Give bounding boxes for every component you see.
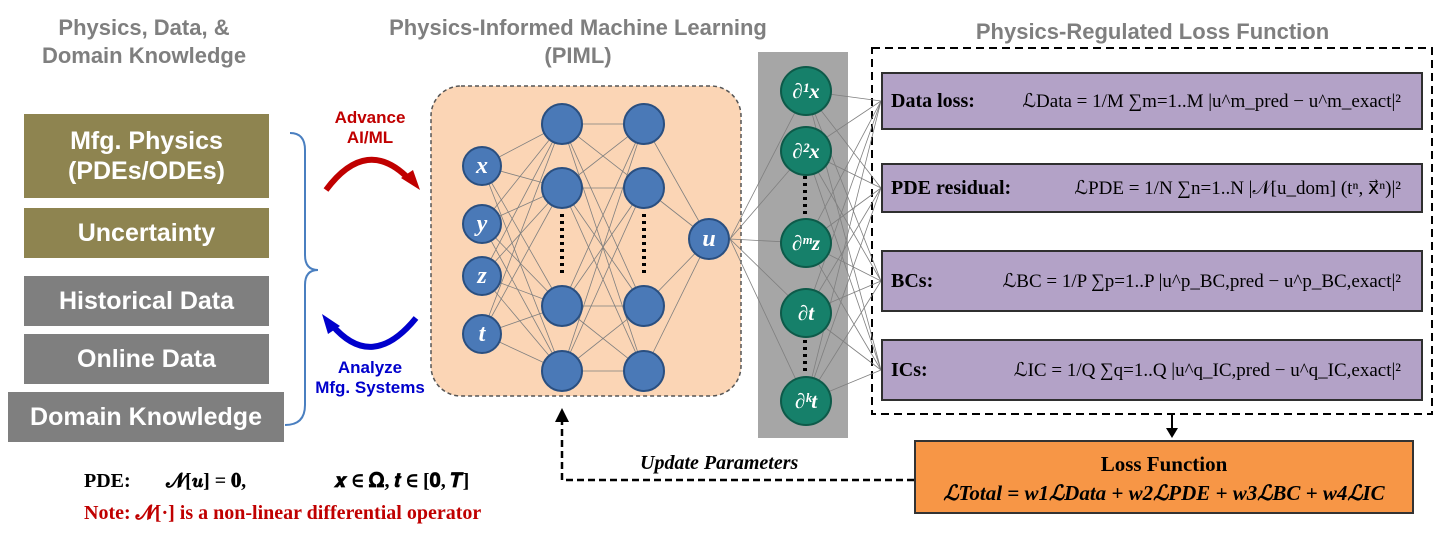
update-arrowhead: [555, 408, 569, 422]
analyze-label: Analyze Mfg. Systems: [315, 358, 425, 398]
network-edge: [561, 123, 645, 372]
hidden1-node: [541, 350, 583, 392]
brace: [284, 132, 319, 426]
loss-row-bc: BCs: ℒBC = 1/P ∑p=1..P |u^p_BC,pred − u^…: [881, 250, 1423, 312]
hidden2-node: [623, 167, 665, 209]
derivative-node-dmz: ∂ᵐz: [780, 218, 832, 268]
pde-note: Note: 𝓝[·] is a non-linear differential …: [84, 502, 482, 524]
network-edge: [643, 238, 710, 372]
network-edge: [481, 165, 563, 372]
input-node-y: y: [462, 204, 502, 244]
pde-label: PDE:: [84, 470, 131, 492]
derivative-edge: [729, 90, 807, 240]
loss-edge: [805, 100, 882, 402]
box-online-data: Online Data: [24, 334, 269, 384]
network-edge: [481, 123, 563, 335]
hidden2-node: [623, 350, 665, 392]
advance-arrow: [323, 156, 413, 192]
loss-edge: [805, 100, 882, 244]
update-parameters-path: [560, 420, 914, 482]
heading-physics-data-knowledge: Physics, Data, & Domain Knowledge: [41, 15, 247, 68]
input-node-t: t: [462, 314, 502, 354]
heading-loss-function: Physics-Regulated Loss Function: [975, 19, 1330, 44]
box-historical-data: Historical Data: [24, 276, 269, 326]
loss-label-data: Data loss:: [891, 89, 975, 112]
derivative-node-dkt: ∂ᵏt: [780, 376, 832, 426]
output-node-u: u: [688, 218, 730, 260]
loss-function-title: Loss Function: [1100, 452, 1228, 476]
loss-row-pde: PDE residual: ℒPDE = 1/N ∑n=1..N |𝒩[u_do…: [881, 163, 1423, 213]
update-parameters-label: Update Parameters: [640, 452, 799, 474]
loss-formula-bc: ℒBC = 1/P ∑p=1..P |u^p_BC,pred − u^p_BC,…: [1002, 270, 1401, 292]
derivative-edge: [729, 238, 807, 402]
loss-formula-pde: ℒPDE = 1/N ∑n=1..N |𝒩[u_dom] (tⁿ, x⃗ⁿ)|²: [1074, 177, 1401, 199]
heading-piml: Physics-Informed Machine Learning (PIML): [389, 15, 767, 68]
input-node-z: z: [462, 256, 502, 296]
network-edge: [481, 165, 563, 307]
analyze-arrow: [329, 316, 419, 350]
loss-row-data: Data loss: ℒData = 1/M ∑m=1..M |u^m_pred…: [881, 72, 1423, 130]
hidden2-node: [623, 103, 665, 145]
hidden1-node: [541, 167, 583, 209]
derivative-node-d1x: ∂¹x: [780, 66, 832, 116]
loss-edge: [805, 150, 882, 371]
loss-function-box: Loss Function ℒTotal = w1ℒData + w2ℒPDE …: [914, 440, 1414, 514]
loss-edge: [805, 90, 882, 282]
network-edge: [561, 123, 645, 307]
network-edge: [481, 123, 563, 277]
loss-formula-ic: ℒIC = 1/Q ∑q=1..Q |u^q_IC,pred − u^q_IC,…: [1013, 359, 1401, 381]
box-domain-knowledge: Domain Knowledge: [8, 392, 284, 442]
network-edge: [561, 187, 645, 372]
pde-domain: 𝒙 ∈ 𝛀, 𝒕 ∈ [𝟎, 𝑻]: [334, 470, 470, 492]
loss-label-ic: ICs:: [891, 358, 928, 381]
network-edge: [481, 187, 563, 335]
hidden1-node: [541, 285, 583, 327]
loss-row-ic: ICs: ℒIC = 1/Q ∑q=1..Q |u^q_IC,pred − u^…: [881, 339, 1423, 401]
pde-equation: 𝓝[𝒖] = 𝟎,: [166, 470, 247, 492]
loss-formula-data: ℒData = 1/M ∑m=1..M |u^m_pred − u^m_exac…: [1022, 90, 1401, 112]
loss-edge: [805, 187, 882, 402]
input-node-x: x: [462, 146, 502, 186]
advance-label: Advance AI/ML: [334, 108, 406, 148]
loss-label-pde: PDE residual:: [891, 176, 1012, 199]
loss-label-bc: BCs:: [891, 269, 934, 292]
network-edge: [481, 223, 563, 372]
box-uncertainty: Uncertainty: [24, 208, 269, 258]
loss-edge: [805, 100, 882, 314]
hidden2-node: [623, 285, 665, 327]
hidden1-node: [541, 103, 583, 145]
derivative-node-d2x: ∂²x: [780, 126, 832, 176]
derivative-node-dt: ∂t: [780, 288, 832, 338]
box-mfg-physics: Mfg. Physics (PDEs/ODEs): [24, 114, 269, 198]
loss-container: [871, 47, 1433, 415]
loss-function-formula: ℒTotal = w1ℒData + w2ℒPDE + w3ℒBC + w4ℒI…: [943, 481, 1385, 505]
down-arrowhead: [1166, 428, 1178, 438]
